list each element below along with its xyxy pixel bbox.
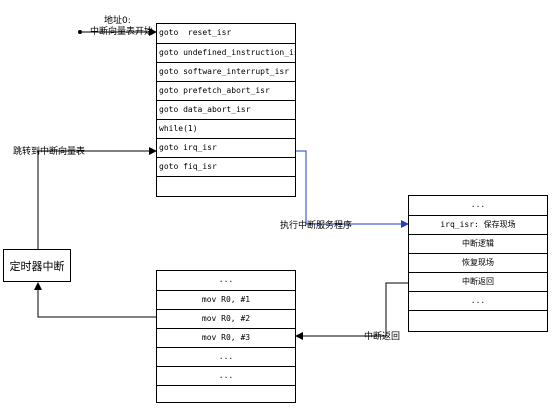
timer-interrupt-box: 定时器中断 <box>3 249 71 282</box>
vector-row-while: while(1) <box>157 119 295 138</box>
int-return-label: 中断返回 <box>364 332 401 342</box>
isr-row: irq_isr: 保存现场 <box>409 215 547 234</box>
main-row: mov R0, #2 <box>157 309 295 328</box>
isr-row: 中断返回 <box>409 272 547 291</box>
vector-row-data-abort: goto data_abort_isr <box>157 100 295 119</box>
vector-row-reset: goto reset_isr <box>159 28 232 37</box>
main-row: ... <box>157 366 295 385</box>
vector-row-swi: goto software_interrupt_isr <box>157 62 295 81</box>
main-row: mov R0, #1 <box>157 290 295 309</box>
isr-row: 恢复现场 <box>409 253 547 272</box>
vector-start-label: 中断向量表开始 <box>90 27 154 37</box>
main-row: mov R0, #3 <box>157 328 295 347</box>
jump-to-vector-label: 跳转到中断向量表 <box>13 147 86 157</box>
address-zero-label: 地址0: <box>104 16 131 26</box>
main-row: ... <box>157 347 295 366</box>
main-row <box>157 385 295 404</box>
isr-row: ... <box>409 291 547 310</box>
timer-arrow <box>34 282 156 318</box>
main-program-table: ... mov R0, #1 mov R0, #2 mov R0, #3 ...… <box>156 270 296 403</box>
vector-row-fiq: goto fiq_isr <box>157 157 295 176</box>
isr-row: ... <box>470 200 486 209</box>
jump-arrow <box>37 147 157 249</box>
main-row: ... <box>218 275 234 284</box>
exec-isr-label: 执行中断服务程序 <box>280 221 353 231</box>
vector-row-undefined: goto undefined_instruction_isr <box>157 43 295 62</box>
vector-row-irq: goto irq_isr <box>157 138 295 157</box>
irq-arrow <box>296 150 409 228</box>
isr-row <box>409 310 547 329</box>
vector-row-empty <box>157 176 295 195</box>
vector-table: goto reset_isr goto undefined_instructio… <box>156 23 296 197</box>
isr-row: 中断逻辑 <box>409 234 547 253</box>
return-arrow <box>295 282 408 340</box>
isr-table: ... irq_isr: 保存现场 中断逻辑 恢复现场 中断返回 ... <box>408 195 548 332</box>
vector-row-prefetch: goto prefetch_abort_isr <box>157 81 295 100</box>
